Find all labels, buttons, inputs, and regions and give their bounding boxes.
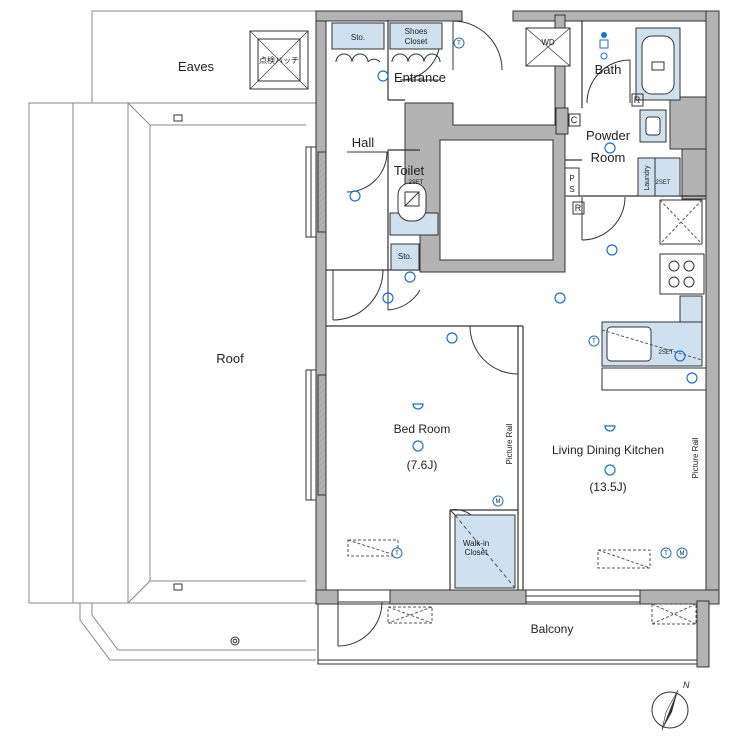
t-marker-1: T — [457, 41, 461, 47]
walkin-label-2: Closet — [465, 548, 488, 557]
bath-label: Bath — [595, 62, 622, 77]
interior-walls — [404, 14, 707, 391]
shoes-closet-label-2: Closet — [405, 37, 428, 46]
partitions — [326, 20, 706, 590]
toilet-label: Toilet — [394, 163, 425, 178]
t-marker-2: T — [395, 551, 399, 557]
shower-fixture — [599, 32, 609, 60]
hall-label: Hall — [352, 135, 375, 150]
north-compass-icon: N — [651, 680, 690, 731]
washbasin — [639, 109, 667, 143]
sto-top-label: Sto. — [351, 33, 365, 42]
balcony-label: Balcony — [531, 622, 574, 636]
bed-room-label: Bed Room — [394, 422, 451, 436]
roof-label: Roof — [216, 351, 244, 366]
t-marker-3: T — [664, 551, 668, 557]
bed-room-size: (7.6J) — [407, 458, 438, 472]
sto-hall-label: Sto. — [398, 252, 412, 261]
laundry-pan — [637, 157, 681, 197]
powder-room-label-1: Powder — [586, 128, 631, 143]
set-label-3: 2SET — [658, 350, 673, 356]
set-label-2: 2SET — [655, 180, 670, 186]
roof-area — [28, 102, 317, 661]
wd-box: WD — [525, 27, 571, 67]
ps-label-1: P — [569, 174, 574, 183]
t-marker-4: T — [592, 339, 596, 345]
r-mark-1: R — [575, 203, 582, 213]
toilet-fixture — [389, 182, 439, 236]
r-mark-2: R — [634, 95, 641, 105]
picture-rail-ldk: Picture Rail — [691, 437, 700, 478]
hatch-label: 点検ハッチ — [259, 55, 299, 65]
kitchen-counter — [601, 199, 705, 367]
walkin-label-1: Walk-in — [463, 539, 489, 548]
north-label: N — [683, 680, 690, 690]
light-fixtures — [349, 70, 698, 476]
m-marker-1: M — [496, 499, 501, 505]
outlet-markers: M M T T T T — [391, 37, 688, 559]
ldk-size: (13.5J) — [589, 480, 626, 494]
ldk-label: Living Dining Kitchen — [552, 443, 664, 457]
ps-label-2: S — [569, 185, 574, 194]
m-marker-2: M — [680, 551, 685, 557]
shoes-closet-label-1: Shoes — [405, 27, 428, 36]
windows — [305, 146, 641, 603]
picture-rail-bedroom: Picture Rail — [505, 423, 514, 464]
laundry-label: Laundry — [644, 165, 651, 191]
entrance-label: Entrance — [394, 70, 446, 85]
set-label-1: 2SET — [408, 180, 423, 186]
exterior-walls — [315, 10, 720, 668]
eaves-label: Eaves — [178, 59, 215, 74]
ps-shaft: P S — [564, 167, 580, 197]
wd-label: WD — [541, 38, 555, 47]
balcony-area — [317, 603, 698, 665]
storage-closets: Sto. Shoes Closet Sto. — [331, 22, 516, 589]
c-mark: C — [571, 115, 578, 125]
bathtub — [635, 27, 681, 101]
powder-room-label-2: Room — [591, 150, 626, 165]
inspection-hatch: 点検ハッチ — [249, 30, 309, 90]
